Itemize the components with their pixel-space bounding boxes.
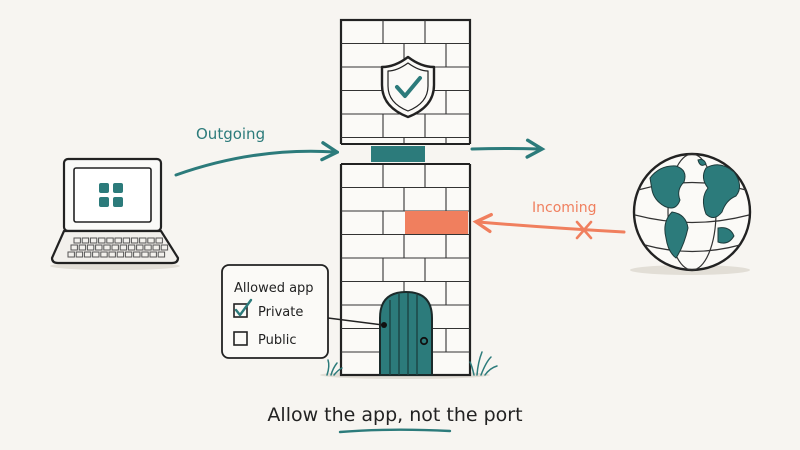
outgoing-port-opening [371,146,425,162]
outgoing-exit-arrow [470,138,546,159]
checkmark-icon [234,298,253,317]
private-option-label: Private [258,305,303,320]
panel-connector [327,317,384,326]
grass-tuft-right [469,351,498,376]
x-mark-icon [575,220,593,240]
app-grid-icon [99,183,123,207]
blocked-port-brick [405,211,468,234]
panel-title: Allowed app [234,281,314,296]
caption: Allow the app, not the port [267,404,522,426]
firewall-tower [320,18,498,379]
private-option[interactable]: Private [233,298,303,320]
private-checkbox[interactable] [233,303,248,318]
public-option[interactable]: Public [233,331,296,348]
public-checkbox[interactable] [233,331,248,346]
shield-check-icon [380,55,436,119]
globe-icon [630,152,752,275]
outgoing-label: Outgoing [196,125,265,143]
incoming-arrow [472,212,626,234]
door-icon [379,290,433,376]
allowed-app-panel: Allowed app Private Public [221,264,329,359]
grass-tuft-left [326,359,343,376]
laptop-icon [50,157,180,270]
public-option-label: Public [258,333,296,348]
door-knob [419,336,429,346]
caption-underline [338,428,452,434]
incoming-label: Incoming [532,200,597,216]
outgoing-arrow [174,141,341,177]
